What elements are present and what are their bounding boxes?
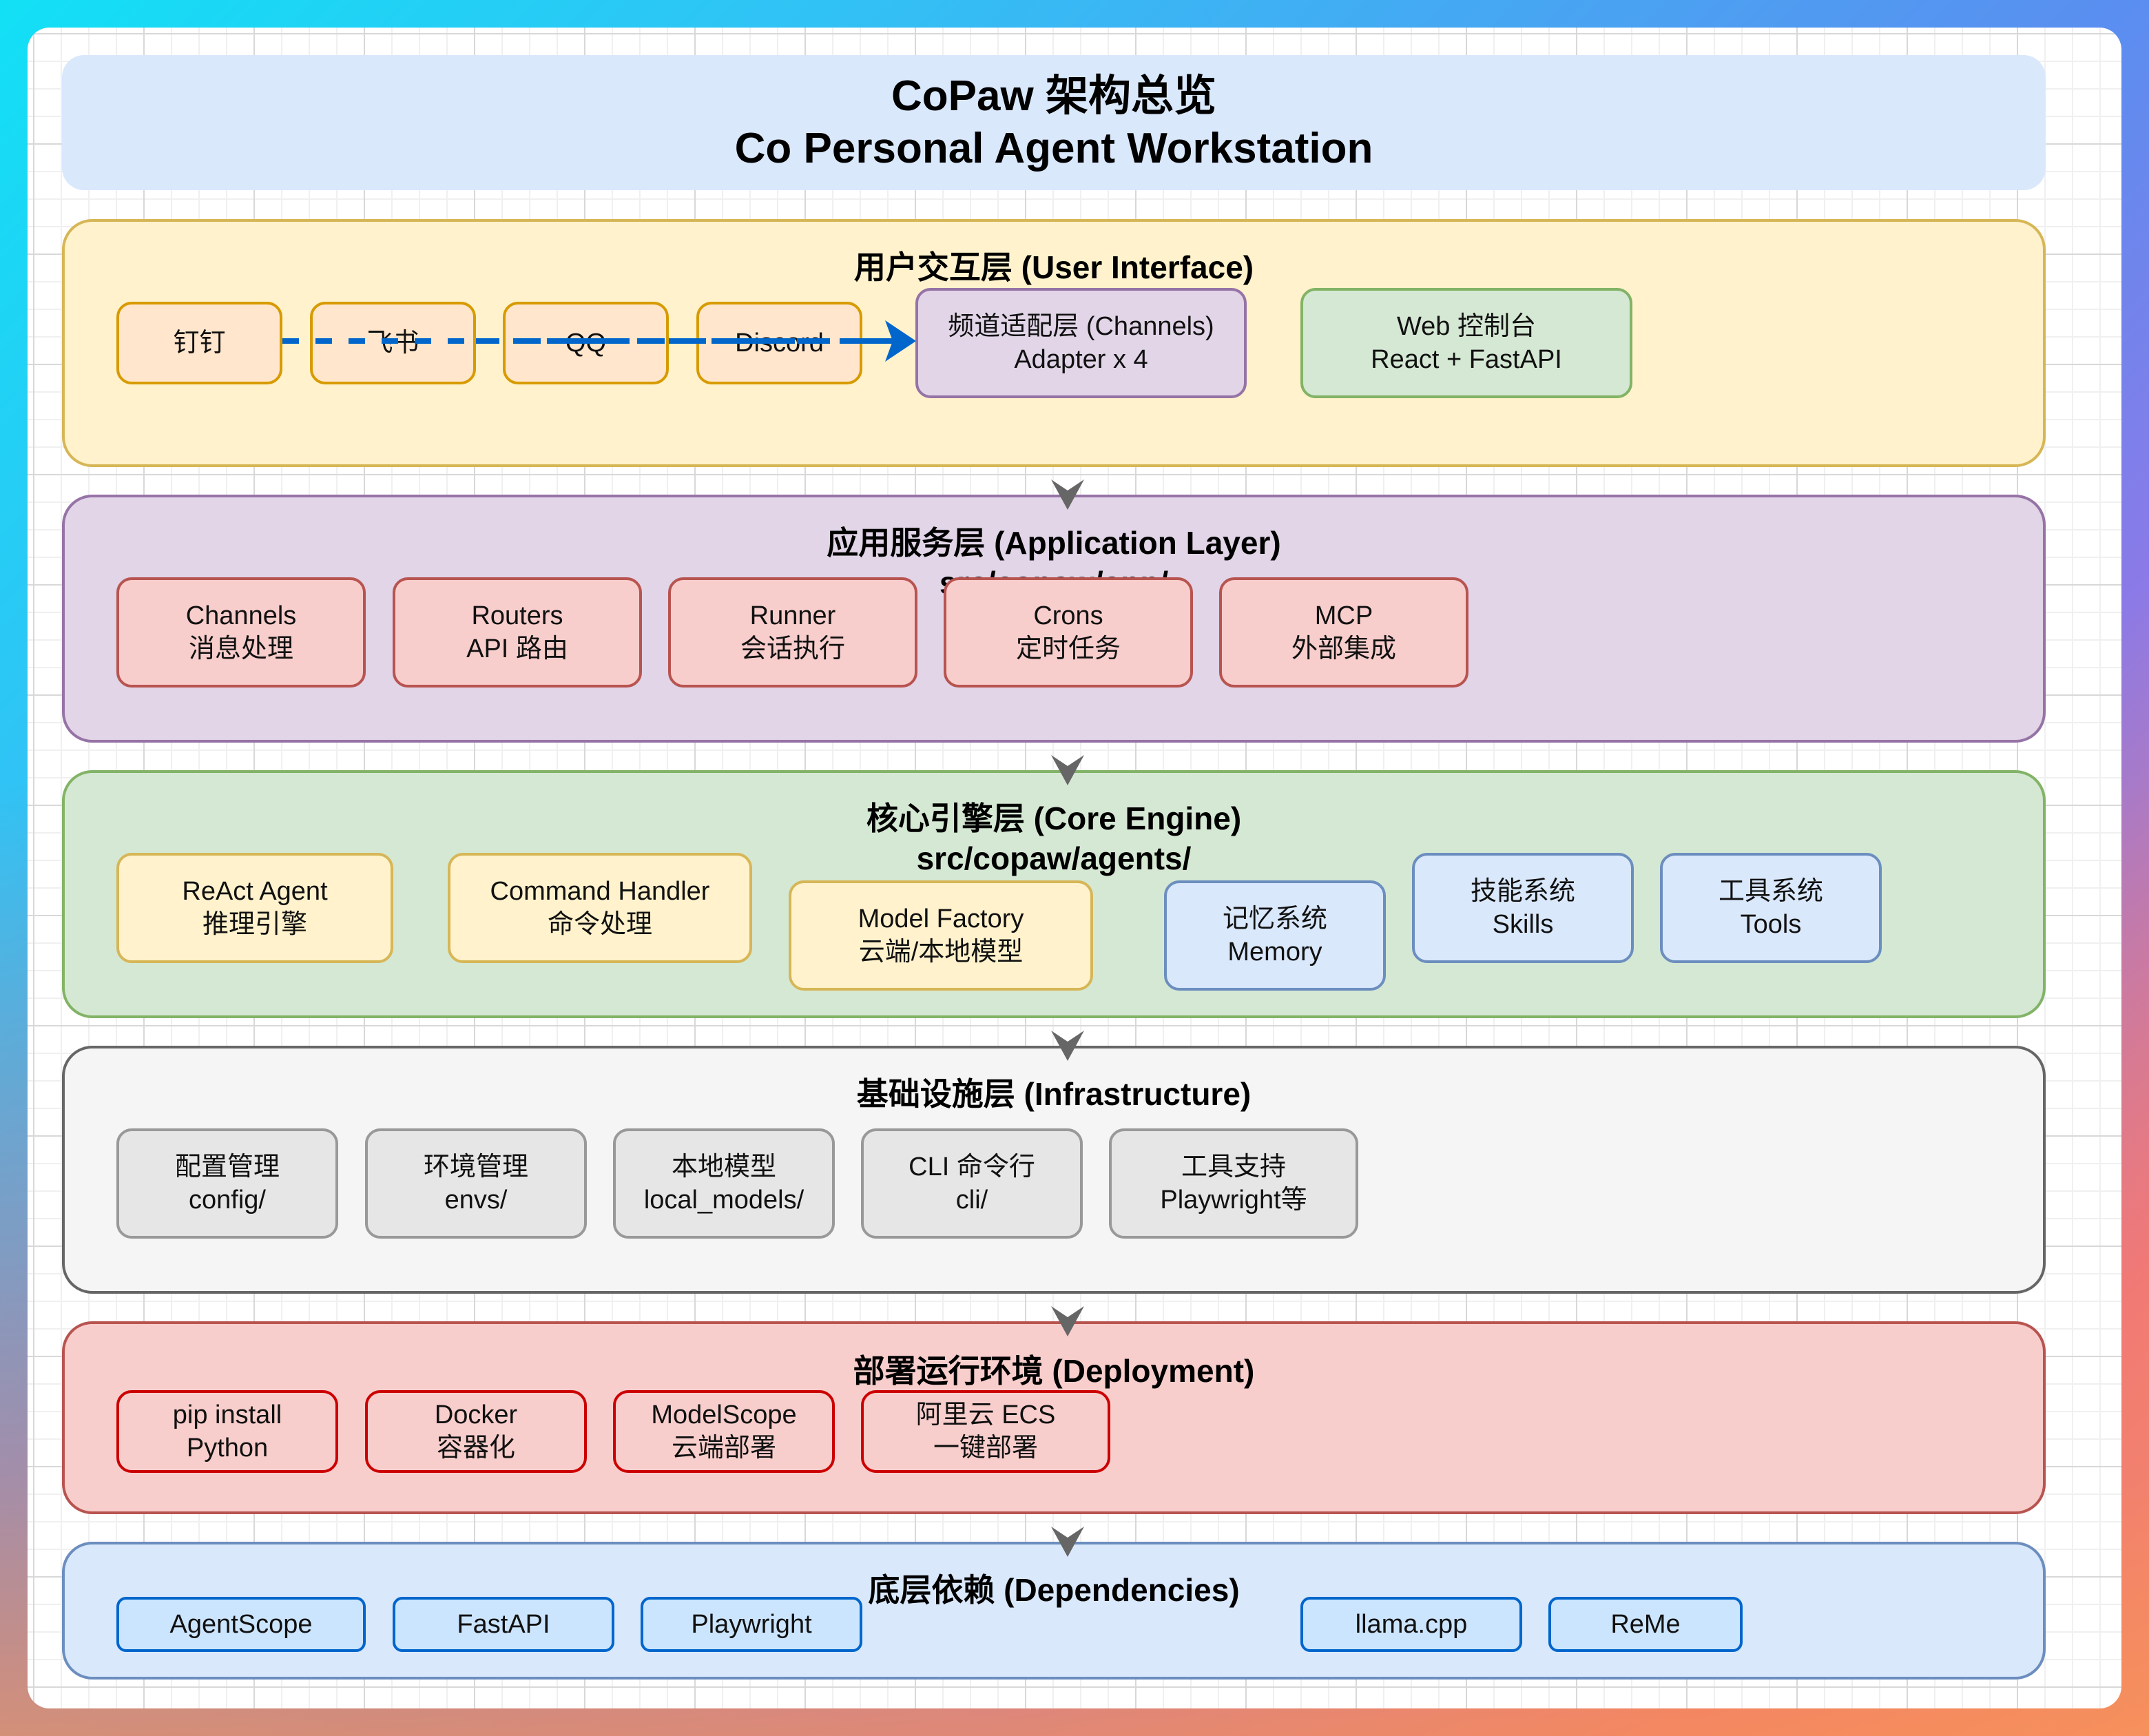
dep-node-reme[interactable]: ReMe [1548, 1597, 1743, 1652]
node-line-1: Command Handler [490, 877, 710, 906]
infra-node-config[interactable]: 配置管理 config/ [116, 1128, 338, 1239]
node-line-1: CLI 命令行 [909, 1153, 1035, 1181]
node-line-2: Playwright等 [1160, 1186, 1307, 1215]
node-line-1: 技能系统 [1470, 877, 1575, 906]
channel-node-dingtalk[interactable]: 钉钉 [116, 302, 282, 384]
infra-node-cli[interactable]: CLI 命令行 cli/ [861, 1128, 1083, 1239]
node-line-1: Channels [185, 601, 297, 630]
adapter-node[interactable]: 频道适配层 (Channels) Adapter x 4 [915, 288, 1247, 398]
node-line-2: 定时任务 [1015, 634, 1121, 663]
connector-deploy-to-deps-icon [1051, 1527, 1084, 1557]
node-line-1: MCP [1314, 601, 1373, 630]
node-label: FastAPI [457, 1610, 550, 1639]
node-line-2: 云端/本地模型 [858, 938, 1024, 967]
web-console-node[interactable]: Web 控制台 React + FastAPI [1300, 288, 1632, 398]
app-node-crons[interactable]: Crons 定时任务 [944, 577, 1193, 688]
channel-arrows [282, 320, 916, 362]
node-line-1: Runner [749, 601, 836, 630]
connector-infra-to-deploy-icon [1051, 1306, 1084, 1336]
core-node-command-handler[interactable]: Command Handler 命令处理 [448, 853, 752, 963]
connector-ui-to-app-icon [1051, 479, 1084, 510]
node-line-1: Routers [471, 601, 563, 630]
layer-title-deploy: 部署运行环境 (Deployment) [853, 1353, 1255, 1389]
core-node-memory[interactable]: 记忆系统 Memory [1164, 880, 1386, 991]
deploy-node-aliyun-ecs[interactable]: 阿里云 ECS 一键部署 [861, 1390, 1110, 1473]
node-line-1: Docker [434, 1401, 518, 1429]
layer-title-ui: 用户交互层 (User Interface) [853, 249, 1254, 285]
node-line-2: 消息处理 [188, 634, 293, 663]
dep-node-agentscope[interactable]: AgentScope [116, 1597, 366, 1652]
node-label: llama.cpp [1355, 1610, 1468, 1639]
core-node-tools[interactable]: 工具系统 Tools [1660, 853, 1882, 963]
node-line-1: pip install [172, 1401, 282, 1429]
node-line-2: 云端部署 [671, 1434, 776, 1463]
core-node-react-agent[interactable]: ReAct Agent 推理引擎 [116, 853, 393, 963]
node-line-2: 命令处理 [547, 910, 652, 939]
node-line-1: 工具系统 [1718, 877, 1823, 906]
layer-title-deps: 底层依赖 (Dependencies) [868, 1572, 1240, 1608]
layer-title-core: 核心引擎层 (Core Engine) [866, 800, 1242, 836]
infra-node-tool-support[interactable]: 工具支持 Playwright等 [1109, 1128, 1358, 1239]
arrowhead-icon [885, 320, 916, 362]
node-label: 钉钉 [173, 329, 226, 358]
dep-node-llama-cpp[interactable]: llama.cpp [1300, 1597, 1522, 1652]
deploy-node-modelscope[interactable]: ModelScope 云端部署 [613, 1390, 835, 1473]
adapter-line-1: 频道适配层 (Channels) [948, 312, 1214, 341]
node-line-1: Crons [1033, 601, 1103, 630]
node-line-2: Skills [1492, 910, 1554, 939]
node-line-2: 会话执行 [740, 634, 845, 663]
dep-node-fastapi[interactable]: FastAPI [393, 1597, 614, 1652]
app-node-runner[interactable]: Runner 会话执行 [668, 577, 917, 688]
node-line-1: 工具支持 [1181, 1153, 1286, 1181]
connector-core-to-infra-icon [1051, 1031, 1084, 1061]
layer-subtitle-core: src/copaw/agents/ [916, 840, 1192, 876]
dep-node-playwright[interactable]: Playwright [641, 1597, 862, 1652]
web-line-1: Web 控制台 [1396, 312, 1536, 341]
app-node-mcp[interactable]: MCP 外部集成 [1219, 577, 1468, 688]
deploy-node-docker[interactable]: Docker 容器化 [365, 1390, 587, 1473]
app-node-channels[interactable]: Channels 消息处理 [116, 577, 366, 688]
node-line-1: ModelScope [651, 1401, 797, 1429]
node-line-2: cli/ [955, 1186, 988, 1215]
node-line-2: 外部集成 [1291, 634, 1396, 663]
node-line-1: 记忆系统 [1222, 905, 1327, 933]
node-line-2: envs/ [444, 1186, 508, 1215]
node-line-2: 容器化 [436, 1434, 515, 1463]
node-line-1: ReAct Agent [182, 877, 328, 906]
layer-connectors [1051, 479, 1084, 1557]
node-label: ReMe [1610, 1610, 1681, 1639]
infra-node-local-models[interactable]: 本地模型 local_models/ [613, 1128, 835, 1239]
diagram-canvas: CoPaw 架构总览 Co Personal Agent Workstation… [28, 28, 2121, 1708]
node-line-1: 本地模型 [671, 1153, 776, 1181]
node-line-1: 阿里云 ECS [915, 1401, 1056, 1429]
core-node-model-factory[interactable]: Model Factory 云端/本地模型 [789, 880, 1093, 991]
node-line-2: config/ [189, 1186, 266, 1215]
node-line-1: Model Factory [858, 905, 1024, 933]
node-line-2: 推理引擎 [202, 910, 307, 939]
title-line-2: Co Personal Agent Workstation [734, 125, 1373, 172]
core-node-skills[interactable]: 技能系统 Skills [1412, 853, 1634, 963]
layer-title-infra: 基础设施层 (Infrastructure) [856, 1076, 1252, 1112]
node-line-1: 配置管理 [174, 1153, 280, 1181]
layer-title-app: 应用服务层 (Application Layer) [827, 525, 1281, 561]
node-line-2: Memory [1227, 938, 1322, 967]
node-line-1: 环境管理 [423, 1153, 528, 1181]
node-line-2: Tools [1740, 910, 1802, 939]
adapter-line-2: Adapter x 4 [1014, 345, 1148, 374]
node-label: AgentScope [169, 1610, 313, 1639]
connector-app-to-core-icon [1051, 755, 1084, 785]
node-line-2: API 路由 [466, 634, 568, 663]
node-label: Playwright [691, 1610, 812, 1639]
node-line-2: Python [186, 1434, 269, 1463]
title-box[interactable]: CoPaw 架构总览 Co Personal Agent Workstation [62, 55, 2046, 190]
node-line-2: local_models/ [643, 1186, 804, 1215]
web-line-2: React + FastAPI [1371, 345, 1562, 374]
infra-node-envs[interactable]: 环境管理 envs/ [365, 1128, 587, 1239]
title-line-1: CoPaw 架构总览 [891, 72, 1216, 120]
node-line-2: 一键部署 [933, 1434, 1038, 1463]
